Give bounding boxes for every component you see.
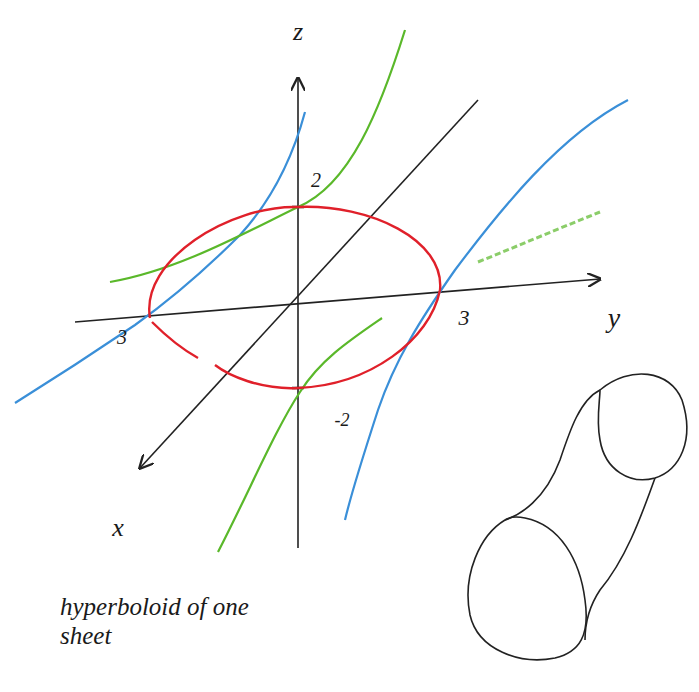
tick-label: 2 — [311, 169, 321, 192]
hyperbola-branch — [218, 318, 382, 552]
tick-marks — [292, 207, 304, 388]
waist-ellipse — [152, 322, 198, 358]
tick-label: -2 — [335, 410, 350, 431]
hyperbola-branch — [110, 30, 405, 282]
hyperbola-branch — [478, 212, 600, 262]
surface-name: hyperboloid of one sheet — [60, 593, 260, 651]
hyperbola-branch — [15, 112, 305, 403]
hyperbola-branch — [345, 100, 628, 520]
axis-label: z — [293, 17, 303, 47]
z-axis — [297, 78, 299, 548]
hyperboloid-thumbnail — [468, 374, 687, 660]
tick-label: 3 — [459, 305, 470, 330]
axis-label: y — [608, 302, 620, 334]
x-axis — [140, 100, 478, 468]
waist-ellipse — [149, 207, 440, 388]
tick-label: 3 — [117, 326, 127, 349]
axis-label: x — [112, 513, 124, 543]
